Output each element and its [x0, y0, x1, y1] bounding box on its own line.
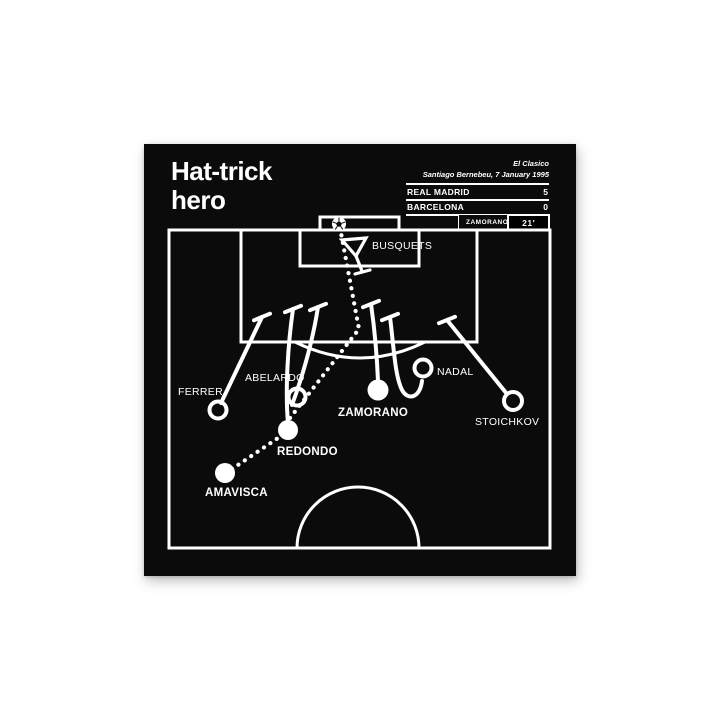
redondo-run-line	[283, 303, 303, 425]
soccer-ball-icon	[332, 217, 346, 231]
pitch-diagram: BUSQUETS FERRER ABELARDO NADAL STOICHKOV…	[167, 215, 552, 550]
poster-title: Hat-trick hero	[171, 156, 272, 215]
abelardo-marker	[286, 386, 308, 408]
stoichkov-marker	[502, 390, 524, 412]
competition-label: El Clasico	[513, 159, 549, 168]
run-stem	[369, 302, 380, 383]
ball-path-dotted-line	[229, 230, 362, 472]
pitch-markings	[167, 215, 552, 550]
zamorano-label: ZAMORANO	[338, 407, 408, 419]
scoreboard-row-home: REAL MADRID 5	[406, 185, 549, 201]
nadal-run-line	[380, 311, 424, 399]
nadal-marker	[412, 357, 434, 379]
redondo-marker	[278, 420, 298, 440]
ferrer-run-line	[219, 311, 272, 405]
home-team-score: 5	[543, 186, 548, 197]
goalkeeper-marker	[338, 236, 372, 276]
nadal-label: NADAL	[437, 366, 474, 378]
stoichkov-label: STOICHKOV	[475, 416, 539, 428]
stoichkov-run-line	[437, 314, 509, 396]
abelardo-run-line	[290, 301, 328, 407]
run-stem	[388, 315, 424, 399]
goalkeeper-stem	[354, 254, 364, 273]
goal-poster: Hat-trick hero El Clasico Santiago Berne…	[144, 144, 576, 576]
goalkeeper-foot	[353, 268, 372, 276]
goal-badge: ZAMORANO 21'	[458, 214, 550, 231]
amavisca-label: AMAVISCA	[205, 487, 268, 499]
away-team-name: BARCELONA	[407, 202, 465, 212]
redondo-label: REDONDO	[277, 446, 338, 458]
amavisca-marker	[215, 463, 235, 483]
abelardo-label: ABELARDO	[245, 372, 305, 384]
goal-scorer-label: ZAMORANO	[466, 219, 509, 226]
goalkeeper-triangle	[338, 236, 369, 259]
run-stem	[445, 318, 509, 396]
venue-date-label: Santiago Bernebeu, 7 January 1995	[422, 170, 549, 179]
busquets-label: BUSQUETS	[372, 240, 432, 252]
away-team-score: 0	[543, 202, 548, 212]
run-stem	[219, 315, 264, 405]
centre-circle-arc	[295, 485, 421, 549]
home-team-name: REAL MADRID	[407, 186, 470, 197]
goal-frame	[318, 215, 401, 232]
run-stem	[290, 305, 320, 407]
penalty-arc	[294, 340, 426, 360]
ferrer-label: FERRER	[178, 386, 223, 398]
zamorano-run-line	[361, 298, 381, 383]
ferrer-marker	[207, 399, 229, 421]
run-stem	[284, 307, 295, 425]
zamorano-marker	[367, 379, 389, 401]
